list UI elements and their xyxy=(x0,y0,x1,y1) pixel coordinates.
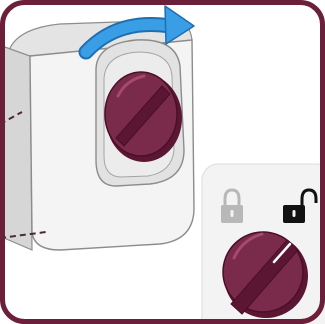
padlock-closed-icon xyxy=(221,188,243,223)
housing-knob xyxy=(104,71,182,162)
padlock-open-shackle xyxy=(300,188,318,206)
rotation-arrow-shaft-fill xyxy=(80,18,176,58)
housing-knob-highlight xyxy=(116,74,146,98)
housing-side-face xyxy=(1,45,33,251)
inset-knob-indicator xyxy=(272,242,292,264)
inset-knob-highlight xyxy=(232,232,264,260)
inset-knob xyxy=(222,231,308,318)
leader-line-lower xyxy=(0,231,47,239)
padlock-closed-keyhole xyxy=(230,210,234,217)
padlock-open-keyhole xyxy=(292,210,296,217)
rotation-arrow xyxy=(78,5,195,60)
padlock-closed-shackle xyxy=(223,188,241,206)
rotation-arrow-head xyxy=(164,5,195,45)
inset-panel xyxy=(201,163,325,324)
inset-knob-grip xyxy=(230,239,299,315)
padlock-open-icon xyxy=(283,188,318,223)
housing-knob-grip xyxy=(115,85,171,147)
